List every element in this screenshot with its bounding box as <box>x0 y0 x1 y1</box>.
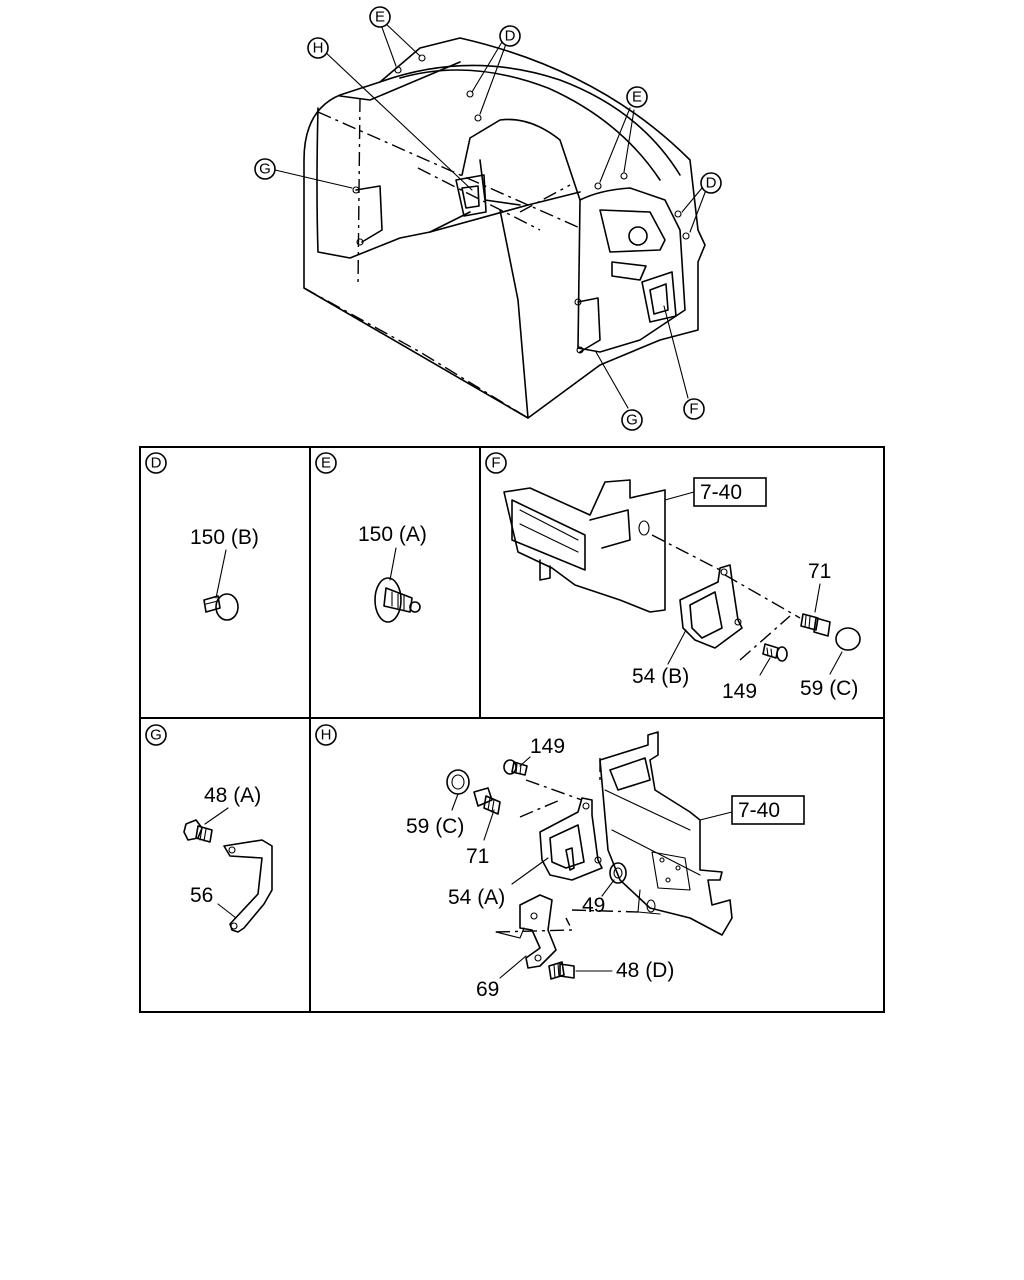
panel-h-letter: H <box>321 727 332 744</box>
part-label-71-h: 71 <box>466 845 489 868</box>
part-label-59c-h: 59 (C) <box>406 815 464 838</box>
part-label-150b: 150 (B) <box>190 526 259 549</box>
svg-text:E: E <box>632 89 642 106</box>
svg-text:F: F <box>689 401 698 418</box>
bolt-48d-icon <box>548 961 575 980</box>
ref-box-f: 7-40 <box>693 477 767 507</box>
ref-label-h: 7-40 <box>738 799 780 822</box>
part-label-56: 56 <box>190 884 213 907</box>
part-label-48a: 48 (A) <box>204 784 261 807</box>
part-label-48d: 48 (D) <box>616 959 674 982</box>
callout-h: H <box>307 37 329 59</box>
svg-text:H: H <box>313 40 324 57</box>
cap-59c-h-icon <box>446 769 470 795</box>
svg-text:D: D <box>505 28 516 45</box>
panel-e-letter: E <box>321 455 331 472</box>
clip-71-f-icon <box>800 613 831 637</box>
panel-d: D 150 (B) <box>145 452 259 621</box>
callout-g-bottom: G <box>621 409 643 431</box>
callout-d-top: D <box>499 25 521 47</box>
side-panel-h-icon <box>599 731 733 936</box>
part-label-149-f: 149 <box>722 680 757 703</box>
overview-callouts: E H D G E D F G <box>254 6 722 431</box>
ref-label-f: 7-40 <box>700 481 742 504</box>
svg-text:E: E <box>375 9 385 26</box>
clip-150a-icon <box>374 577 421 623</box>
svg-text:D: D <box>706 175 717 192</box>
side-panel-f-icon <box>503 479 666 613</box>
handle-54b-icon <box>679 564 743 649</box>
svg-text:G: G <box>626 412 638 429</box>
panel-d-letter: D <box>151 455 162 472</box>
panel-g: G 48 (A) 56 <box>145 724 273 933</box>
clip-71-h-icon <box>473 787 501 815</box>
panel-f: F 7-40 <box>485 452 861 703</box>
bracket-69-icon <box>495 894 557 969</box>
part-label-54b: 54 (B) <box>632 665 689 688</box>
part-label-150a: 150 (A) <box>358 523 427 546</box>
nut-49-icon <box>609 862 627 884</box>
panel-f-letter: F <box>491 455 500 472</box>
console-assembly-overview <box>274 21 707 419</box>
callout-e-right: E <box>626 86 648 108</box>
panel-h: H 7-40 <box>315 724 805 1001</box>
part-label-59c-f: 59 (C) <box>800 677 858 700</box>
detail-grid <box>139 446 885 1013</box>
bracket-56-icon <box>223 839 273 933</box>
ref-box-h: 7-40 <box>731 795 805 825</box>
part-label-149-h: 149 <box>530 735 565 758</box>
panel-g-letter: G <box>150 727 162 744</box>
screw-149-f-icon <box>762 643 788 662</box>
screw-149-h-icon <box>503 759 528 776</box>
callout-d-right: D <box>700 172 722 194</box>
panel-e: E 150 (A) <box>315 452 427 623</box>
bolt-48a-icon <box>183 819 213 843</box>
part-label-49: 49 <box>582 894 605 917</box>
part-label-69: 69 <box>476 978 499 1001</box>
callout-g-left: G <box>254 158 276 180</box>
part-label-54a: 54 (A) <box>448 886 505 909</box>
handle-54a-icon <box>539 797 603 881</box>
cap-59c-f-icon <box>835 627 861 651</box>
part-label-71-f: 71 <box>808 560 831 583</box>
callout-e-top: E <box>369 6 391 28</box>
svg-text:G: G <box>259 161 271 178</box>
callout-f: F <box>683 398 705 420</box>
clip-150b-icon <box>203 593 239 621</box>
